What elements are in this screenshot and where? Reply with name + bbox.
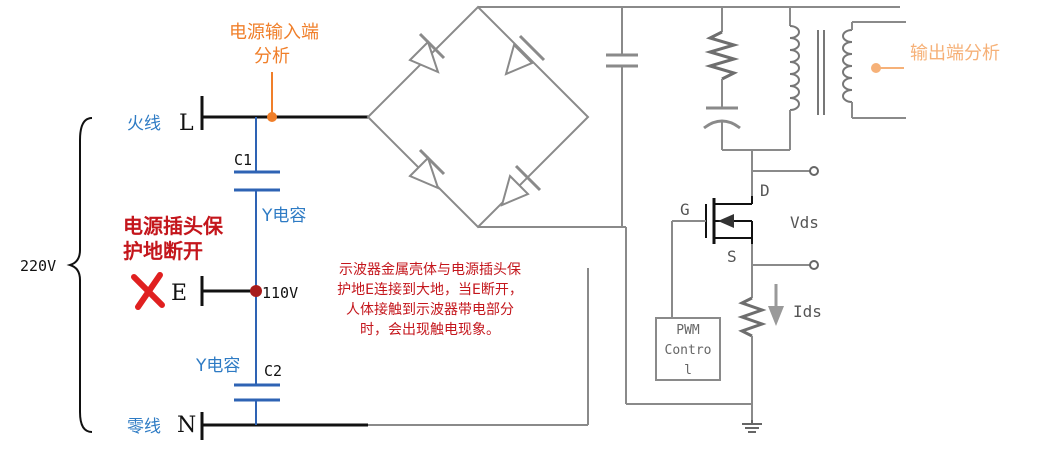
pwm-controller-box bbox=[655, 317, 721, 381]
output-analysis-label: 输出端分析 bbox=[910, 43, 1000, 64]
diode-top-right bbox=[504, 34, 546, 76]
gate-label: G bbox=[680, 200, 690, 219]
source-label: S bbox=[727, 247, 737, 266]
vds-top-terminal bbox=[809, 166, 819, 176]
c1-label: C1 bbox=[234, 151, 252, 169]
pwm-label-line-3: l bbox=[684, 363, 692, 378]
sense-resistor bbox=[737, 296, 767, 338]
y-cap-bottom-label: Y电容 bbox=[195, 356, 240, 376]
secondary-winding bbox=[842, 29, 853, 103]
ids-arrow-icon bbox=[768, 306, 784, 326]
ground-symbol-icon bbox=[742, 420, 762, 433]
scope-note-line-1: 示波器金属壳体与电源插头保 bbox=[339, 261, 521, 278]
neutral-letter-label: N bbox=[177, 413, 196, 438]
primary-winding bbox=[789, 25, 800, 111]
bridge-outline bbox=[366, 5, 590, 229]
diode-top-left bbox=[408, 32, 446, 74]
flyback-transformer bbox=[789, 7, 906, 150]
left-brace-icon bbox=[66, 117, 93, 433]
input-analysis-label-1: 电源输入端 bbox=[229, 22, 319, 43]
switching-stage bbox=[655, 150, 819, 433]
y-cap-top-label: Y电容 bbox=[261, 206, 306, 226]
drain-label: D bbox=[760, 181, 770, 200]
bulk-capacitor bbox=[606, 7, 752, 405]
snubber-network bbox=[703, 7, 790, 151]
mid-voltage-label: 110V bbox=[262, 284, 298, 302]
voltage-220-label: 220V bbox=[20, 257, 56, 275]
mains-input-section bbox=[66, 72, 589, 440]
plug-note-line-2: 护地断开 bbox=[123, 239, 203, 263]
live-letter-label: L bbox=[179, 111, 194, 136]
bridge-rectifier bbox=[366, 5, 900, 229]
vds-bottom-terminal bbox=[809, 260, 819, 270]
pwm-label-line-1: PWM bbox=[676, 323, 700, 338]
ids-label: Ids bbox=[793, 302, 822, 321]
pwm-label-line-2: Contro bbox=[665, 343, 712, 358]
scope-note-line-3: 人体接触到示波器带电部分 bbox=[346, 301, 514, 318]
snubber-resistor bbox=[704, 30, 740, 81]
diode-bottom-right bbox=[500, 164, 542, 207]
vds-label: Vds bbox=[790, 213, 819, 232]
mosfet-arrow-icon bbox=[718, 214, 734, 228]
mid-voltage-node bbox=[250, 285, 262, 297]
input-analysis-label-2: 分析 bbox=[254, 46, 290, 67]
red-cross-icon bbox=[131, 272, 165, 310]
diode-bottom-left bbox=[408, 148, 446, 190]
plug-note-line-1: 电源插头保 bbox=[123, 214, 224, 238]
c2-label: C2 bbox=[264, 362, 282, 380]
scope-note-line-4: 时，会出现触电现象。 bbox=[360, 322, 500, 338]
live-wire-label: 火线 bbox=[127, 114, 161, 134]
neutral-wire-label: 零线 bbox=[127, 417, 161, 437]
scope-note-line-2: 护地E连接到大地，当E断开， bbox=[337, 281, 523, 298]
earth-letter-label: E bbox=[171, 281, 187, 306]
